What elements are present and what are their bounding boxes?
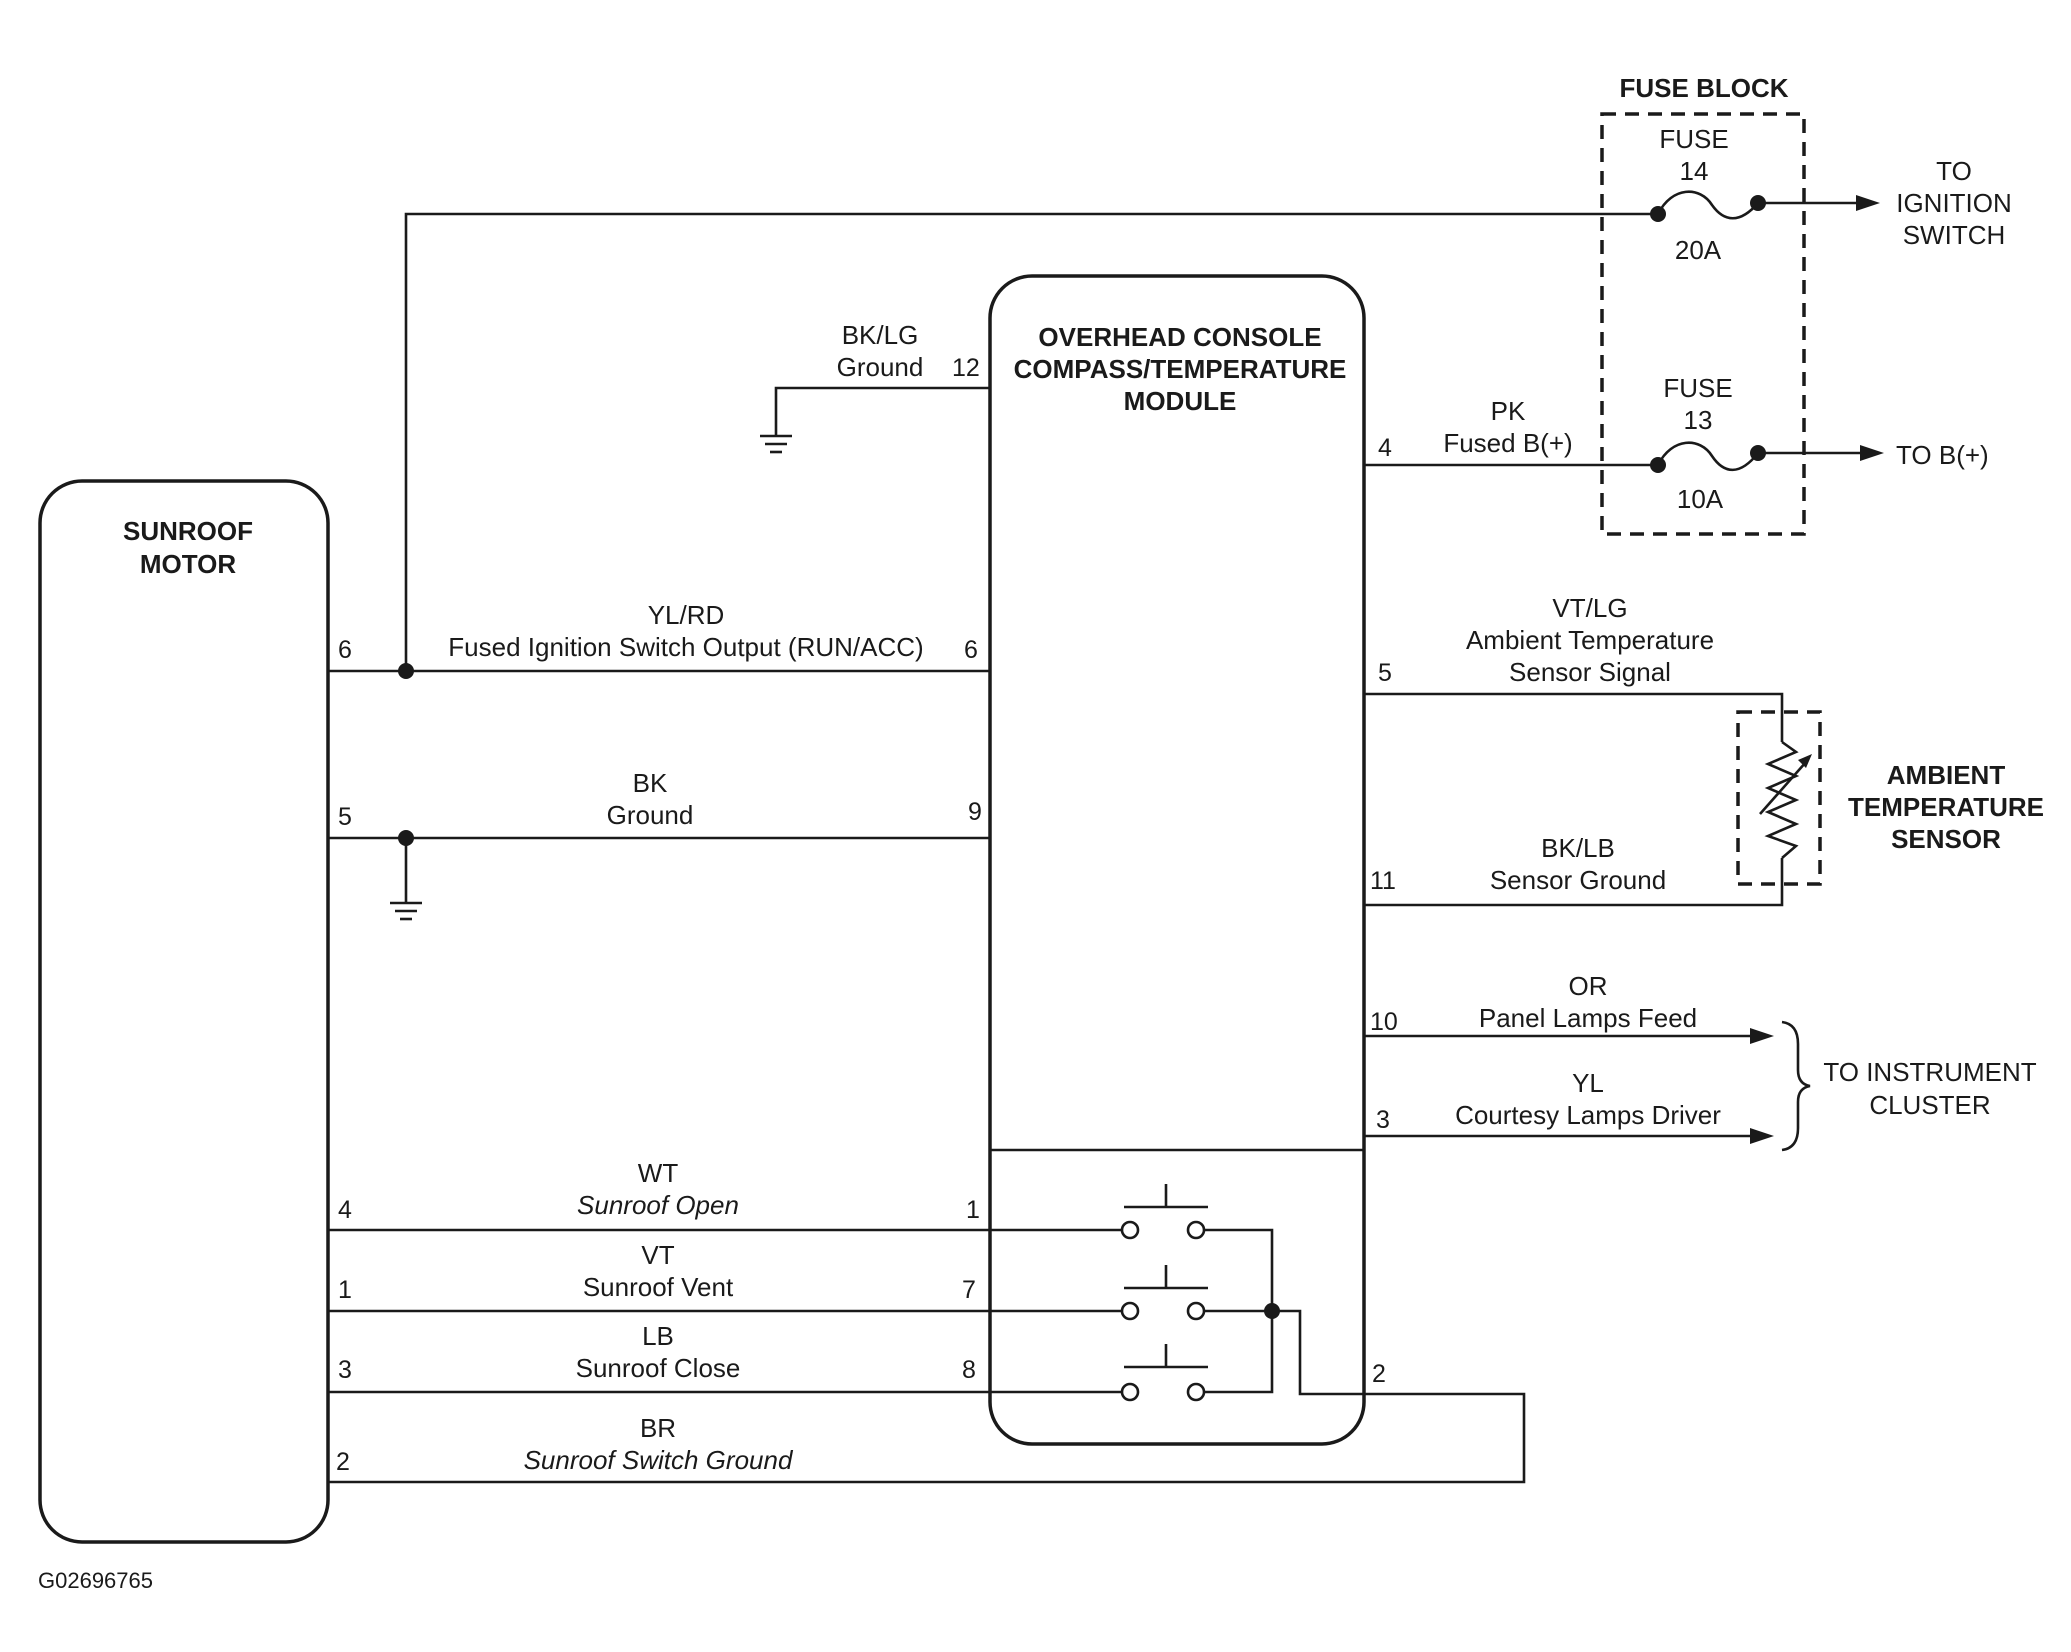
ground12-wire bbox=[774, 386, 990, 436]
sunroof-close-motor-pin: 3 bbox=[338, 1356, 352, 1384]
sensor-ground-pin: 11 bbox=[1370, 867, 1396, 895]
panel-lamps-pin: 10 bbox=[1370, 1008, 1398, 1036]
thermistor-element bbox=[1764, 740, 1800, 859]
sensor-ground-name: Sensor Ground bbox=[1490, 865, 1666, 895]
thermistor-arrow-head bbox=[1798, 754, 1812, 768]
ignition-name: Fused Ignition Switch Output (RUN/ACC) bbox=[448, 632, 923, 662]
ambient-signal-pin: 5 bbox=[1378, 659, 1392, 687]
fused-b-pin: 4 bbox=[1378, 434, 1392, 462]
courtesy-lamps-arrow bbox=[1750, 1128, 1774, 1144]
sunroof-open-color: WT bbox=[638, 1158, 679, 1188]
ambient-sensor-title: AMBIENT bbox=[1887, 760, 2006, 790]
ignition-wire bbox=[404, 212, 1658, 671]
courtesy-lamps-name: Courtesy Lamps Driver bbox=[1455, 1100, 1721, 1130]
ground12-color: BK/LG bbox=[842, 320, 919, 350]
vent-switch bbox=[1120, 1265, 1208, 1321]
ground9-name: Ground bbox=[607, 800, 694, 830]
ground9-motor-pin: 5 bbox=[338, 803, 352, 831]
ambient-signal-name: Ambient Temperature bbox=[1466, 625, 1714, 655]
switch-ground-module-pin: 2 bbox=[1372, 1360, 1386, 1388]
sunroof-vent-color: VT bbox=[641, 1240, 674, 1270]
ambient-sensor-title-2: TEMPERATURE bbox=[1848, 792, 2044, 822]
fuse13-label: FUSE bbox=[1663, 373, 1732, 403]
sunroof-vent-motor-pin: 1 bbox=[338, 1276, 352, 1304]
to-cluster-label-2: CLUSTER bbox=[1869, 1090, 1990, 1120]
sunroof-open-motor-pin: 4 bbox=[338, 1196, 352, 1224]
sensor-ground-color: BK/LB bbox=[1541, 833, 1615, 863]
thermistor-arrow bbox=[1759, 761, 1807, 815]
to-battery-label: TO B(+) bbox=[1896, 440, 1989, 470]
panel-lamps-name: Panel Lamps Feed bbox=[1479, 1003, 1697, 1033]
sunroof-motor-title: SUNROOF bbox=[123, 516, 253, 546]
fuse13-terminal-in bbox=[1650, 457, 1666, 473]
module-title-2: COMPASS/TEMPERATURE bbox=[1014, 354, 1347, 384]
courtesy-lamps-color: YL bbox=[1572, 1068, 1604, 1098]
fuse14-element bbox=[1656, 190, 1759, 220]
ambient-signal-name-2: Sensor Signal bbox=[1509, 657, 1671, 687]
ambient-sensor-box bbox=[1736, 710, 1822, 886]
sunroof-motor-title-2: MOTOR bbox=[140, 549, 237, 579]
sunroof-open-name: Sunroof Open bbox=[577, 1190, 739, 1220]
ground12-name: Ground bbox=[837, 352, 924, 382]
switch-ground-color: BR bbox=[640, 1413, 676, 1443]
ignition-module-pin: 6 bbox=[964, 636, 978, 664]
sunroof-open-module-pin: 1 bbox=[966, 1196, 980, 1224]
fuse-block-title: FUSE BLOCK bbox=[1620, 73, 1789, 103]
fuse13-element bbox=[1656, 441, 1760, 472]
fused-b-name: Fused B(+) bbox=[1443, 428, 1572, 458]
sunroof-close-name: Sunroof Close bbox=[576, 1353, 741, 1383]
fuse13-rating: 10A bbox=[1677, 484, 1724, 514]
open-switch bbox=[1120, 1184, 1208, 1240]
figure-id: G02696765 bbox=[38, 1568, 153, 1593]
fuse14-label: FUSE bbox=[1659, 124, 1728, 154]
switch-common-splice bbox=[1264, 1303, 1280, 1319]
courtesy-lamps-pin: 3 bbox=[1376, 1106, 1390, 1134]
ignition-motor-pin: 6 bbox=[338, 636, 352, 664]
ground9-color: BK bbox=[633, 768, 668, 798]
sunroof-motor-box bbox=[38, 479, 330, 1544]
ambient-signal-color: VT/LG bbox=[1552, 593, 1627, 623]
ignition-splice bbox=[398, 663, 414, 679]
close-switch bbox=[1120, 1344, 1208, 1402]
fuse14-terminal-in bbox=[1650, 206, 1666, 222]
to-ignition-label-3: SWITCH bbox=[1903, 220, 2006, 250]
fuse-block-box bbox=[1600, 112, 1806, 536]
panel-lamps-arrow bbox=[1750, 1028, 1774, 1044]
to-ignition-label: TO bbox=[1936, 156, 1972, 186]
module-box bbox=[988, 274, 1366, 1446]
ground-symbol-9 bbox=[390, 901, 422, 921]
cluster-brace bbox=[1781, 1020, 1811, 1152]
to-ignition-label-2: IGNITION bbox=[1896, 188, 2012, 218]
ambient-signal-wire bbox=[1364, 692, 1784, 742]
ground9-module-pin: 9 bbox=[968, 798, 982, 826]
sensor-ground-wire bbox=[1364, 858, 1784, 907]
sunroof-vent-module-pin: 7 bbox=[962, 1276, 976, 1304]
switch-ground-name: Sunroof Switch Ground bbox=[524, 1445, 794, 1475]
fuse13-number: 13 bbox=[1684, 405, 1713, 435]
sunroof-close-color: LB bbox=[642, 1321, 674, 1351]
to-cluster-label: TO INSTRUMENT bbox=[1823, 1057, 2036, 1087]
ignition-color: YL/RD bbox=[648, 600, 725, 630]
ambient-sensor-title-3: SENSOR bbox=[1891, 824, 2001, 854]
ground-symbol-12 bbox=[760, 434, 792, 454]
switch-ground-wire bbox=[328, 1309, 1526, 1484]
module-title: OVERHEAD CONSOLE bbox=[1038, 322, 1321, 352]
switch-ground-motor-pin: 2 bbox=[336, 1448, 350, 1476]
fuse14-rating: 20A bbox=[1675, 235, 1722, 265]
fused-b-color: PK bbox=[1491, 396, 1526, 426]
ground12-pin: 12 bbox=[952, 354, 980, 382]
fuse14-number: 14 bbox=[1680, 156, 1709, 186]
sunroof-vent-name: Sunroof Vent bbox=[583, 1272, 734, 1302]
arrow-to-ignition bbox=[1856, 195, 1880, 211]
panel-lamps-color: OR bbox=[1569, 971, 1608, 1001]
arrow-to-battery bbox=[1860, 445, 1884, 461]
sunroof-close-module-pin: 8 bbox=[962, 1356, 976, 1384]
module-title-3: MODULE bbox=[1124, 386, 1237, 416]
